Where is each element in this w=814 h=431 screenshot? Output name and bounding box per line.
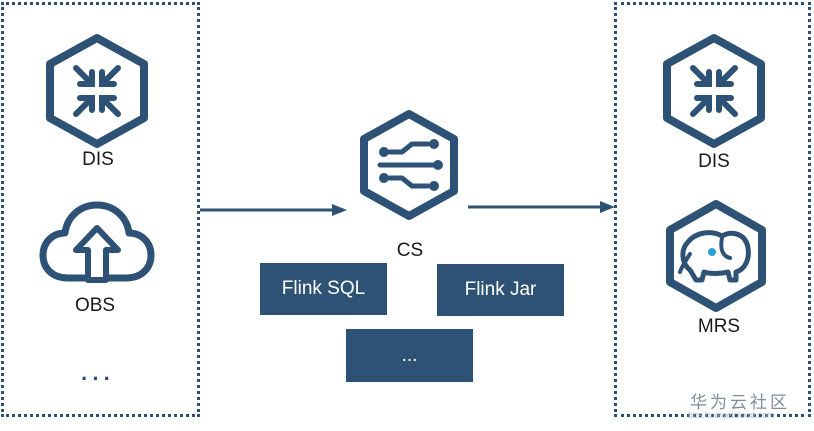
cs-label: CS — [396, 240, 424, 261]
flow-arrow-out — [468, 201, 615, 213]
dis-icon — [46, 34, 148, 148]
source-group-frame — [1, 2, 200, 417]
sink-group-frame — [614, 2, 811, 417]
flink-sql-box: Flink SQL — [260, 263, 387, 315]
flink-jar-box: Flink Jar — [437, 264, 564, 316]
cloud-upload-icon — [39, 201, 155, 283]
more-sources-ellipsis: ··· — [81, 366, 115, 391]
more-jobs-box: ... — [346, 329, 473, 382]
sink-dis-label: DIS — [698, 151, 730, 172]
dis-icon — [663, 34, 765, 148]
source-obs-label: OBS — [74, 295, 116, 316]
watermark-url: bbs.huaweicloud.com — [688, 410, 775, 420]
cs-flow-icon — [360, 110, 458, 220]
watermark-text: 华为云社区 — [690, 393, 790, 413]
elephant-icon — [666, 200, 766, 312]
sink-mrs-label: MRS — [697, 316, 741, 337]
source-dis-label: DIS — [82, 149, 114, 170]
flow-arrow-in — [200, 204, 347, 216]
